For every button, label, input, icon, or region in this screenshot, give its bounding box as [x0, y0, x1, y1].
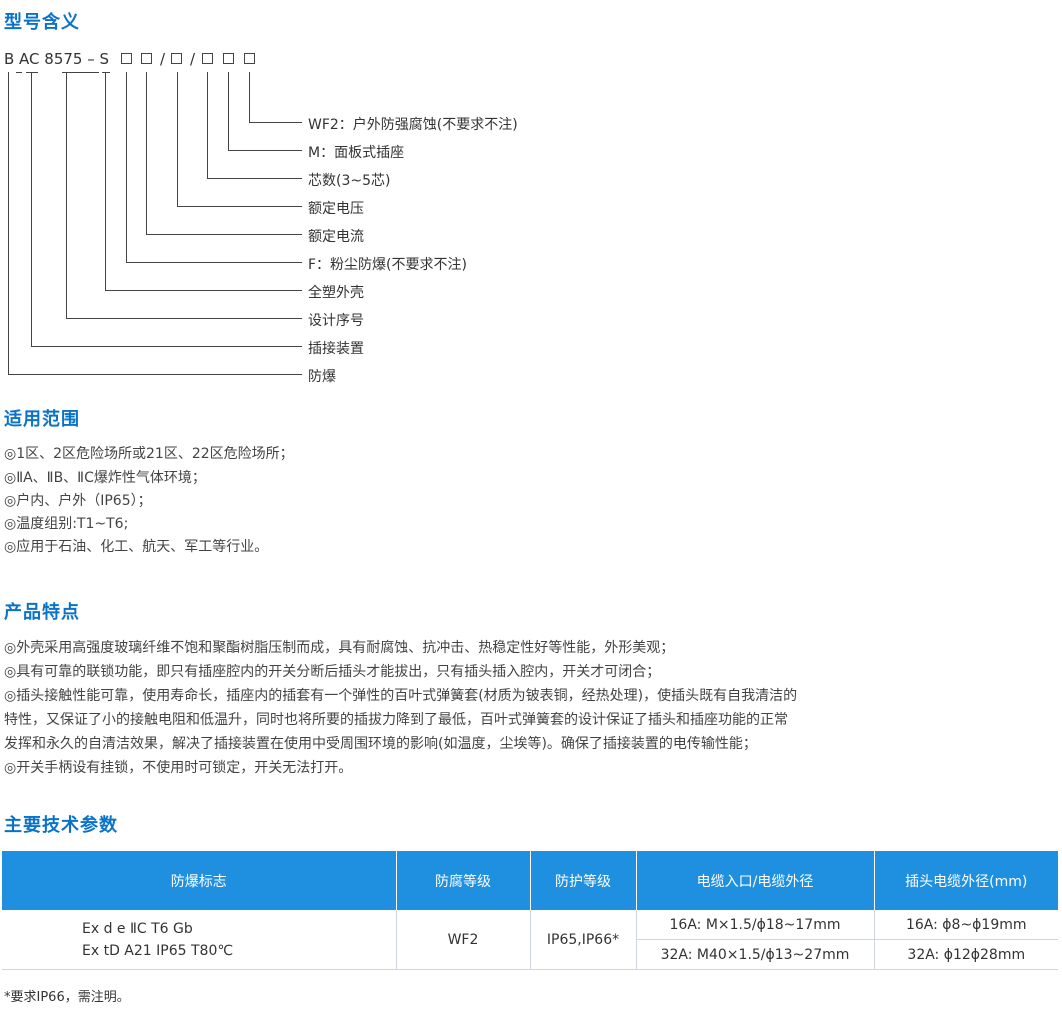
explosion-marking-line: Ex tD A21 IP65 T80℃	[82, 942, 234, 959]
explosion-marking-cell: Ex d e ⅡC T6 Gb Ex tD A21 IP65 T80℃	[2, 910, 397, 970]
header-explosion-marking: 防爆标志	[2, 851, 397, 910]
placeholder-box-wf2	[244, 53, 255, 64]
plug-diameter-16a: 16A: ϕ8~ϕ19mm	[874, 910, 1058, 940]
legend-item-plug-device: 插接装置	[308, 341, 364, 357]
legend-item-plastic-housing: 全塑外壳	[308, 285, 364, 301]
model-code-prefix: B AC 8575 – S	[4, 50, 110, 68]
params-table: 防爆标志 防腐等级 防护等级 电缆入口/电缆外径 插头电缆外径(mm) Ex d…	[2, 851, 1058, 970]
scope-item: ◎1区、2区危险场所或21区、22区危险场所；	[4, 446, 294, 462]
legend-item-wf2: WF2：户外防强腐蚀(不要求不注)	[308, 117, 518, 133]
table-header-row: 防爆标志 防腐等级 防护等级 电缆入口/电缆外径 插头电缆外径(mm)	[2, 851, 1058, 910]
placeholder-box-cores	[202, 53, 213, 64]
legend-item-rated-current: 额定电流	[308, 229, 364, 245]
legend-item-dust-proof: F：粉尘防爆(不要求不注)	[308, 257, 467, 273]
placeholder-box-current	[141, 53, 152, 64]
table-row: 32A: M40×1.5/ϕ13~27mm 32A: ϕ12ϕ28mm	[2, 939, 1058, 970]
legend-item-cores: 芯数(3~5芯)	[308, 173, 391, 189]
feature-line: ◎插头接触性能可靠，使用寿命长，插座内的插套有一个弹性的百叶式弹簧套(材质为铍表…	[4, 688, 798, 704]
model-code-separator: /	[160, 50, 166, 68]
plug-diameter-32a: 32A: ϕ12ϕ28mm	[874, 939, 1058, 970]
feature-line: ◎具有可靠的联锁功能，即只有插座腔内的开关分断后插头才能拔出，只有插头插入腔内，…	[4, 664, 661, 680]
legend-item-rated-voltage: 额定电压	[308, 201, 364, 217]
scope-item: ◎应用于石油、化工、航天、军工等行业。	[4, 539, 269, 555]
legend-item-explosion-proof: 防爆	[308, 369, 336, 385]
corrosion-grade-cell: WF2	[396, 910, 531, 970]
header-cable-entry: 电缆入口/电缆外径	[636, 851, 875, 910]
scope-item: ◎温度组别:T1~T6;	[4, 516, 129, 532]
placeholder-box-m	[223, 53, 234, 64]
legend-item-design-serial: 设计序号	[308, 313, 364, 329]
protection-grade-cell: IP65,IP66*	[530, 910, 637, 970]
section-title-model-meaning: 型号含义	[4, 12, 80, 33]
scope-item: ◎户内、户外（IP65）；	[4, 493, 152, 509]
explosion-marking-line: Ex d e ⅡC T6 Gb	[82, 920, 193, 937]
feature-line: ◎外壳采用高强度玻璃纤维不饱和聚酯树脂压制而成，具有耐腐蚀、抗冲击、热稳定性好等…	[4, 640, 675, 656]
feature-line: 特性，又保证了小的接触电阻和低温升，同时也将所要的插拔力降到了最低，百叶式弹簧套…	[4, 712, 788, 728]
legend-item-panel-socket: M：面板式插座	[308, 145, 405, 161]
model-code-connector-lines	[8, 72, 302, 375]
feature-line: 发挥和永久的自清洁效果，解决了插接装置在使用中受周围环境的影响(如温度，尘埃等)…	[4, 736, 757, 752]
table-row: Ex d e ⅡC T6 Gb Ex tD A21 IP65 T80℃ WF2 …	[2, 910, 1058, 970]
cable-entry-32a: 32A: M40×1.5/ϕ13~27mm	[636, 939, 875, 970]
header-plug-cable-diameter: 插头电缆外径(mm)	[874, 851, 1058, 910]
model-code-separator: /	[190, 50, 196, 68]
cable-entry-16a: 16A: M×1.5/ϕ18~17mm	[636, 910, 875, 940]
footnote: *要求IP66，需注明。	[4, 990, 130, 1005]
section-title-features: 产品特点	[4, 602, 80, 623]
section-title-scope: 适用范围	[4, 409, 80, 430]
feature-line: ◎开关手柄设有挂锁，不使用时可锁定，开关无法打开。	[4, 760, 353, 776]
header-protection-grade: 防护等级	[530, 851, 637, 910]
section-title-params: 主要技术参数	[4, 815, 118, 836]
placeholder-box-f	[121, 53, 132, 64]
placeholder-box-voltage	[171, 53, 182, 64]
scope-item: ◎ⅡA、ⅡB、ⅡC爆炸性气体环境；	[4, 470, 206, 486]
header-corrosion-grade: 防腐等级	[396, 851, 531, 910]
